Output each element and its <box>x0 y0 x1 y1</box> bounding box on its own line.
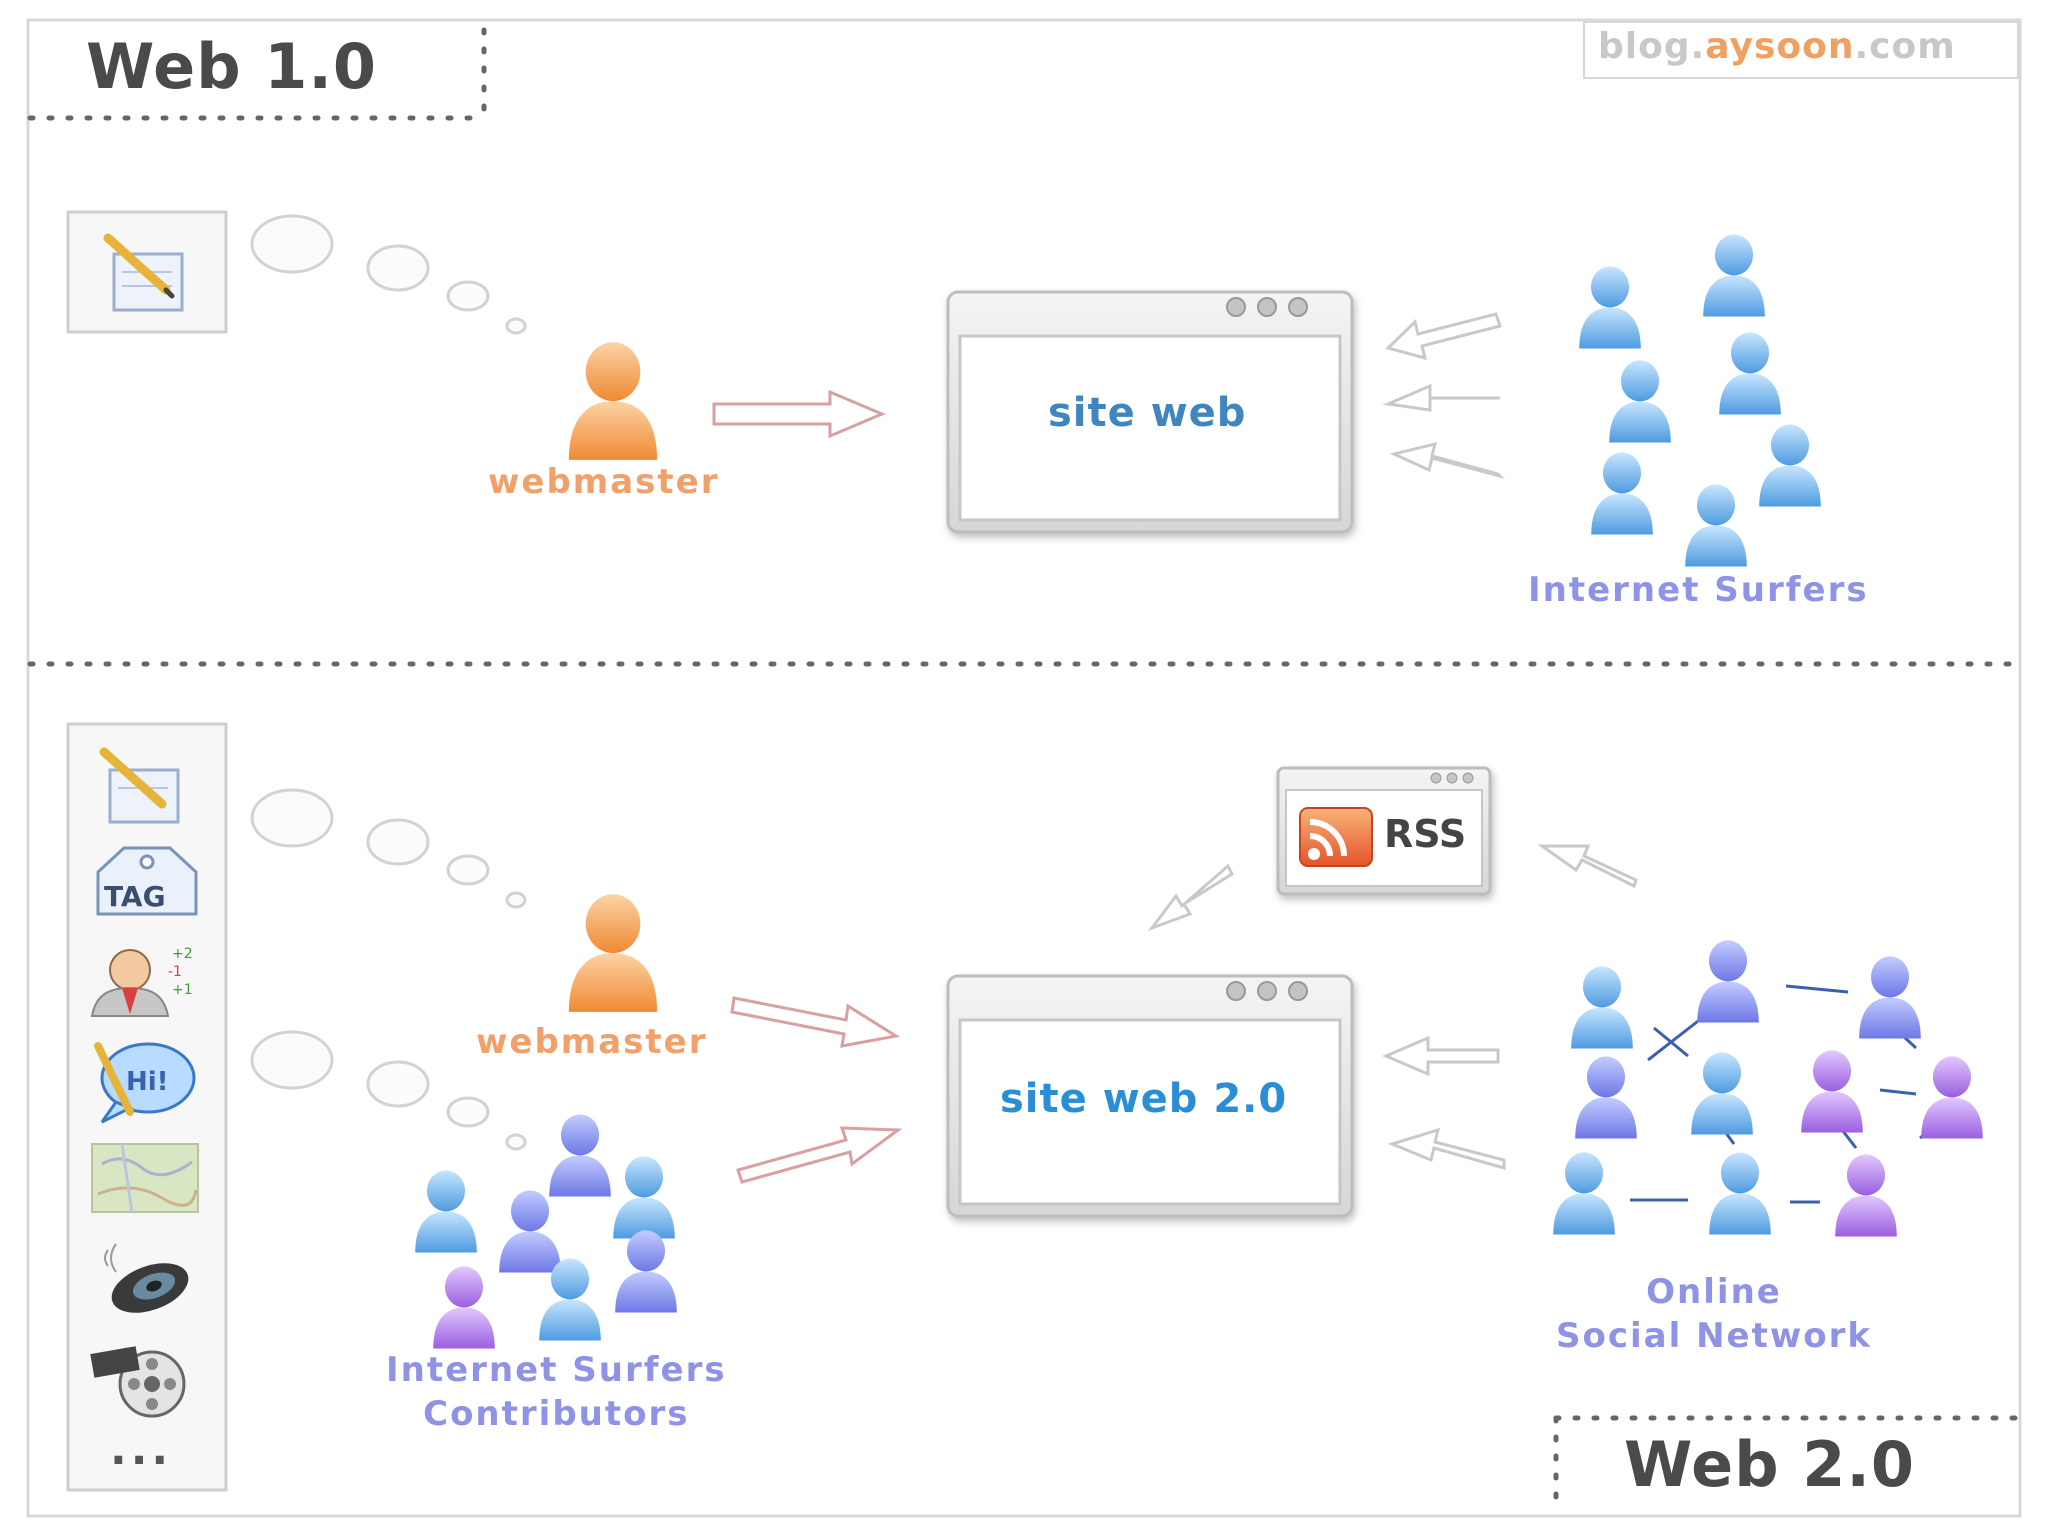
contributor-person-icon <box>433 1266 495 1349</box>
watermark-prefix: blog. <box>1598 26 1706 67</box>
webmaster-to-site-arrow <box>712 389 886 439</box>
network-person-icon <box>1921 1056 1983 1139</box>
web2-thought-bubbles-top <box>250 788 527 909</box>
user-rating-icon: +2 -1 +1 <box>90 946 193 1017</box>
web2-tool-panel: +2 -1 +1 Hi! <box>66 722 228 1492</box>
network-to-site2-arrows <box>1382 1035 1506 1170</box>
webmaster-person-icon <box>568 342 658 460</box>
watermark: blog.aysoon.com <box>1598 26 1956 67</box>
network-person-icon <box>1859 956 1921 1039</box>
social-network-group <box>1553 940 1983 1237</box>
site-web-window <box>946 290 1354 534</box>
network-person-icon <box>1553 1152 1615 1235</box>
network-person-icon <box>1571 966 1633 1049</box>
network-person-icon <box>1691 1052 1753 1135</box>
contributor-person-icon <box>499 1190 561 1273</box>
contributors-label-line1: Internet Surfers <box>386 1350 727 1390</box>
svg-text:+2: +2 <box>172 946 193 962</box>
watermark-brand: aysoon <box>1705 26 1855 67</box>
contributor-person-icon <box>615 1230 677 1313</box>
contributor-person-icon <box>549 1114 611 1197</box>
network-person-icon <box>1575 1056 1637 1139</box>
web1-thought-bubbles <box>250 214 527 335</box>
surfer-person-icon <box>1609 360 1671 443</box>
surfer-person-icon <box>1685 484 1747 567</box>
network-label: Online Social Network <box>1556 1270 1872 1358</box>
web2-thought-bubbles-bottom <box>250 1030 527 1151</box>
to-site2-arrows <box>730 996 903 1184</box>
network-person-icon <box>1835 1154 1897 1237</box>
web1-site-label: site web <box>1048 390 1247 436</box>
svg-text:-1: -1 <box>168 964 182 980</box>
surfer-person-icon <box>1591 452 1653 535</box>
svg-text:Hi!: Hi! <box>126 1067 169 1097</box>
network-person-icon <box>1709 1152 1771 1235</box>
svg-text:+1: +1 <box>172 982 193 998</box>
contributors-label-line2: Contributors <box>423 1394 690 1435</box>
network-label-line1: Online <box>1646 1272 1782 1312</box>
contributor-person-icon <box>613 1156 675 1239</box>
web1-surfers-group <box>1579 234 1821 567</box>
web2-site-label: site web 2.0 <box>1000 1076 1288 1122</box>
network-person-icon <box>1697 940 1759 1023</box>
network-person-icon <box>1801 1050 1863 1133</box>
notepad-icon <box>103 233 184 312</box>
tools-more-label: ... <box>110 1424 173 1475</box>
web1-webmaster-label: webmaster <box>488 462 720 502</box>
tool-tag-label: TAG <box>104 880 166 913</box>
web1-title: Web 1.0 <box>86 30 378 103</box>
surfers-to-site-arrows <box>1382 312 1505 479</box>
notepad-icon <box>99 747 180 824</box>
map-icon <box>91 1143 199 1213</box>
surfer-person-icon <box>1703 234 1765 317</box>
tag-icon <box>96 846 198 916</box>
watermark-box <box>1583 21 2019 79</box>
network-label-line2: Social Network <box>1556 1316 1873 1357</box>
outer-frame <box>26 18 2022 1518</box>
speaker-icon <box>104 1243 189 1313</box>
chat-bubble-icon: Hi! <box>94 1042 196 1124</box>
contributors-group <box>415 1114 677 1349</box>
contributors-label: Internet Surfers Contributors <box>386 1348 727 1436</box>
surfer-person-icon <box>1719 332 1781 415</box>
web2-title: Web 2.0 <box>1624 1428 1916 1501</box>
rss-arrows <box>1147 844 1638 932</box>
video-reel-icon <box>90 1346 186 1418</box>
rss-label: RSS <box>1384 812 1467 856</box>
webmaster-person-icon <box>568 894 658 1012</box>
web2-webmaster-label: webmaster <box>476 1022 708 1062</box>
site-web-2-window <box>946 974 1354 1218</box>
web1-tool-panel <box>66 210 228 334</box>
rss-feed-icon <box>1299 807 1373 867</box>
surfer-person-icon <box>1759 424 1821 507</box>
watermark-suffix: .com <box>1854 26 1956 67</box>
surfer-person-icon <box>1579 266 1641 349</box>
contributor-person-icon <box>415 1170 477 1253</box>
web1-surfers-label: Internet Surfers <box>1528 570 1869 610</box>
